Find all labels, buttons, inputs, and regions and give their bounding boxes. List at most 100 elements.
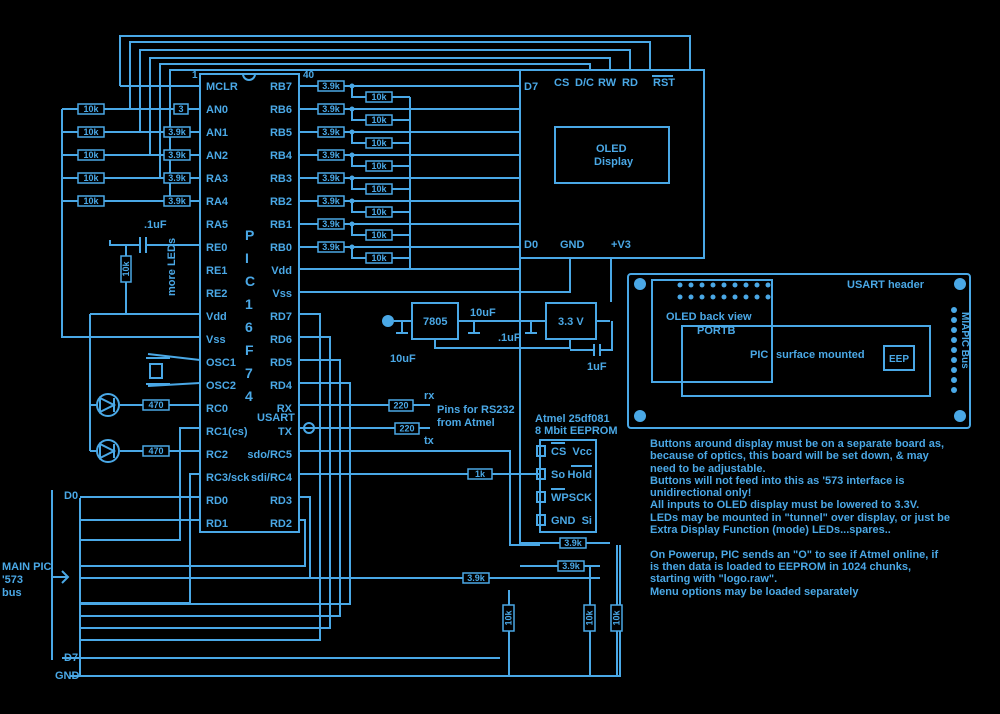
r39k-rb-value: 3.9k (322, 150, 341, 160)
r10k-pd1 (502, 604, 515, 632)
pic-pin-left-4: RA3 (206, 173, 228, 185)
junction-dot (349, 129, 355, 135)
r39k-rb-value: 3.9k (322, 196, 341, 206)
reg-7805-label: 7805 (423, 316, 447, 328)
r10k-left (77, 195, 105, 207)
osc-wire (147, 353, 201, 387)
r220-tx (394, 422, 420, 435)
note-line: LEDs may be mounted in "tunnel" over dis… (650, 511, 950, 537)
cap-01uf-2: .1uF (498, 332, 521, 344)
junction-dot (349, 221, 355, 227)
pic-name-letter-7: 4 (245, 388, 253, 404)
pic-pin-right-2: RB5 (270, 127, 292, 139)
pic-pin-right-16: sdo/RC5 (247, 449, 292, 461)
note-line: Buttons will not feed into this as '573 … (650, 474, 905, 500)
r10k-rb-value: 10k (371, 161, 387, 171)
eep-pin-pad (536, 491, 546, 503)
r10k-left-value: 10k (83, 104, 99, 114)
pic-name-letter-3: 1 (245, 296, 253, 312)
r10k-pd2-value: 10k (585, 610, 595, 626)
r10k-pd1-value: 10k (504, 610, 514, 626)
board-oled-back (651, 279, 773, 383)
eep-pin-pad (536, 445, 546, 457)
pic-pin-right-10: RD7 (270, 311, 292, 323)
board-eep (883, 345, 915, 371)
pic-pin-left-10: Vdd (206, 311, 227, 323)
header-pin (699, 282, 705, 288)
r39k-rb-value: 3.9k (322, 173, 341, 183)
r10k-left (77, 103, 105, 115)
pic-pin-right-8: Vdd (271, 265, 292, 277)
pic-pin-right-3: RB4 (270, 150, 293, 162)
led-symbol (99, 396, 117, 414)
eep-left-pin-0: CS (551, 446, 566, 458)
oled-pin-0: CS (554, 77, 569, 89)
eep-left-pin-3: GND (551, 515, 576, 527)
junction-dot (349, 175, 355, 181)
pic-name-letter-5: F (245, 342, 254, 358)
pic-pin40-label: 40 (303, 70, 315, 81)
r10k-left-value: 10k (83, 150, 99, 160)
bus-pin (951, 367, 957, 373)
r39k-rb (317, 195, 345, 207)
pic-pin-right-12: RD5 (270, 357, 292, 369)
r39k-left (163, 172, 191, 184)
reg-gnd (434, 339, 571, 349)
cap-10uf-2: 10uF (470, 307, 496, 319)
notes-block: Buttons around display must be on a sepa… (650, 438, 950, 598)
eep-pin-pad (536, 514, 546, 526)
r39k-eep1 (559, 537, 587, 549)
header-pin (699, 294, 705, 300)
rd2 (80, 519, 306, 567)
pic-pin-right-14: RX (277, 403, 293, 415)
pic-pin-left-15: RC1(cs) (206, 426, 248, 438)
r39k-rb (317, 218, 345, 230)
tx-label: tx (424, 435, 435, 447)
crystal (149, 363, 163, 379)
sdo-si (299, 450, 540, 546)
bus-pin (951, 357, 957, 363)
header-pin (721, 282, 727, 288)
pic-pin-left-19: RD1 (206, 518, 228, 530)
cap-1uf: 1uF (587, 361, 607, 373)
note-line: Menu options may be loaded separately (650, 585, 859, 598)
eeprom-title-1: Atmel 25df081 (535, 413, 610, 425)
r10k-rb (365, 114, 393, 126)
r10k-pd3-value: 10k (612, 610, 622, 626)
r10k-rb-value: 10k (371, 253, 387, 263)
rd-bus (80, 313, 321, 641)
header-pin (732, 282, 738, 288)
pic-notch (242, 73, 256, 81)
rd3 (80, 496, 311, 579)
pic-pin-right-17: sdi/RC4 (251, 472, 293, 484)
oled-v3: +V3 (611, 239, 631, 251)
bus-d7-label: D7 (64, 652, 78, 664)
pic-pin-right-4: RB3 (270, 173, 292, 185)
r39k-left (163, 149, 191, 161)
r39k-left-value: 3.9k (168, 173, 187, 183)
oled-display (554, 126, 670, 184)
rc1 (80, 427, 200, 541)
pic-chip (199, 73, 300, 533)
oled-pin-4: RST (653, 77, 675, 89)
pic-name-letter-6: 7 (245, 365, 253, 381)
cap-01-label: .1uF (144, 219, 167, 231)
r10k-left-value: 10k (83, 196, 99, 206)
r10k-left-value: 10k (83, 127, 99, 137)
eeprom-title-2: 8 Mbit EEPROM (535, 425, 618, 437)
header-pin (688, 282, 694, 288)
reg-33-label: 3.3 V (558, 316, 584, 328)
pic-left-pins: MCLRAN0AN1AN2RA3RA4RA5RE0RE1RE2VddVssOSC… (206, 81, 250, 530)
cap-10uf-1: 10uF (390, 353, 416, 365)
r39k-rb-value: 3.9k (322, 104, 341, 114)
r39k-left (163, 126, 191, 138)
eep-right-pin-3: Si (582, 515, 592, 527)
led (96, 393, 120, 417)
eeprom-chip (539, 439, 597, 533)
board-sm-label: surface mounted (776, 349, 865, 361)
oled-pin-2: RW (598, 77, 617, 89)
pic-right-pins: RB7RB6RB5RB4RB3RB2RB1RB0VddVssRD7RD6RD5R… (247, 81, 292, 530)
rx-label: rx (424, 390, 435, 402)
rd-bus (80, 359, 341, 617)
